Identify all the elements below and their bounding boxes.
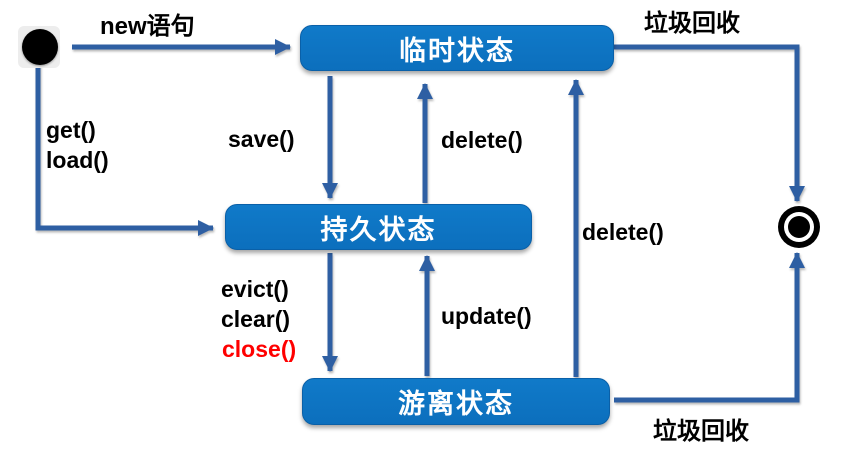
edge-label-close: close() [222, 336, 297, 362]
edge-label-load: load() [46, 147, 109, 173]
edge-label-new-statement: new语句 [100, 13, 195, 40]
edge-label-gc-top: 垃圾回收 [644, 10, 740, 37]
node-persistent-state: 持久状态 [225, 204, 532, 250]
edge-label-update: update() [441, 303, 532, 329]
final-state-core [788, 216, 810, 238]
edge-gc-bottom-arrow [614, 252, 805, 403]
edge-label-save: save() [228, 126, 295, 152]
edge-label-get: get() [46, 117, 96, 143]
node-transient-state: 临时状态 [300, 25, 614, 71]
initial-state-node [22, 29, 58, 65]
final-state-node [778, 206, 820, 248]
edge-label-evict: evict() [221, 276, 289, 302]
edge-label-clear: clear() [221, 306, 291, 332]
node-detached-state: 游离状态 [302, 378, 610, 425]
edge-label-gc-bottom: 垃圾回收 [653, 418, 749, 445]
edge-label-delete-mid: delete() [441, 127, 523, 153]
edge-get-load-arrow [35, 62, 214, 236]
edge-gc-top-arrow [614, 44, 805, 202]
edge-label-delete-long: delete() [582, 219, 664, 245]
